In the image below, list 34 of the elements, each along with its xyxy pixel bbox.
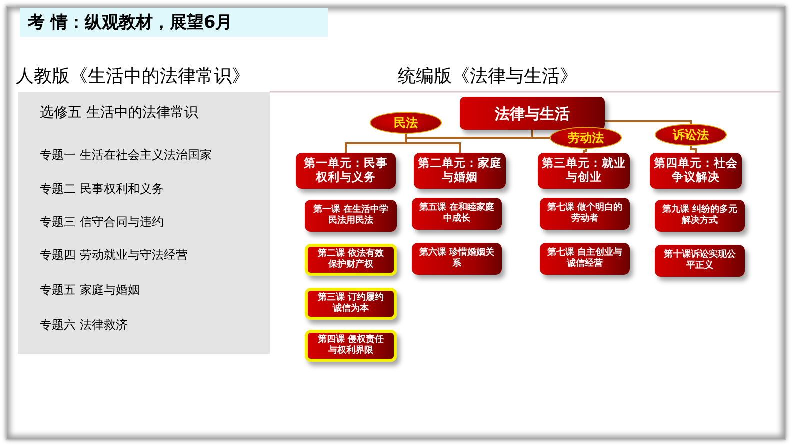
list-item: 专题六 法律救济 bbox=[40, 317, 128, 334]
lesson-box: 第六课 珍惜婚姻关系 bbox=[412, 243, 502, 275]
list-item: 专题一 生活在社会主义法治国家 bbox=[40, 147, 212, 164]
root-box: 法律与生活 bbox=[460, 97, 605, 130]
panel-background bbox=[18, 92, 270, 354]
lesson-box: 第三课 订约履约诚信为本 bbox=[305, 288, 397, 320]
connector-line bbox=[605, 120, 692, 124]
category-oval: 劳动法 bbox=[550, 127, 622, 149]
lesson-box: 第五课 在和睦家庭中成长 bbox=[412, 198, 502, 230]
section-heading: 统编版《法律与生活》 bbox=[398, 65, 579, 89]
connector-line bbox=[583, 149, 587, 153]
lesson-box: 第二课 依法有效保护财产权 bbox=[305, 244, 397, 276]
lesson-box: 第七课 做个明白的劳动者 bbox=[540, 198, 630, 230]
unit-box: 第二单元：家庭与婚姻 bbox=[414, 153, 506, 189]
unit-box: 第四单元：社会争议解决 bbox=[650, 153, 742, 189]
unit-box: 第三单元：就业与创业 bbox=[538, 153, 630, 189]
connector-line bbox=[405, 134, 461, 153]
section-heading: 人教版《生活中的法律常识》 bbox=[16, 65, 251, 89]
panel-heading: 选修五 生活中的法律常识 bbox=[40, 104, 198, 122]
list-item: 专题三 信守合同与违约 bbox=[40, 214, 164, 231]
unit-box: 第一单元：民事权利与义务 bbox=[296, 153, 396, 189]
lesson-box: 第四课 侵权责任与权利界限 bbox=[305, 330, 397, 362]
category-oval: 民法 bbox=[370, 112, 442, 134]
category-oval: 诉讼法 bbox=[655, 124, 727, 146]
lesson-box: 第九课 纠纷的多元解决方式 bbox=[655, 200, 745, 232]
title: 考 情：纵观教材，展望6月 bbox=[20, 8, 328, 37]
list-item: 专题五 家庭与婚姻 bbox=[40, 282, 140, 299]
connector-line bbox=[532, 130, 550, 139]
connector-line bbox=[690, 146, 697, 153]
lesson-box: 第七课 自主创业与诚信经营 bbox=[540, 243, 630, 275]
list-item: 专题二 民事权利和义务 bbox=[40, 181, 164, 198]
lesson-box: 第一课 在生活中学民法用民法 bbox=[305, 200, 397, 232]
lesson-box: 第十课诉讼实现公平正义 bbox=[655, 245, 745, 277]
list-item: 专题四 劳动就业与守法经营 bbox=[40, 247, 188, 264]
